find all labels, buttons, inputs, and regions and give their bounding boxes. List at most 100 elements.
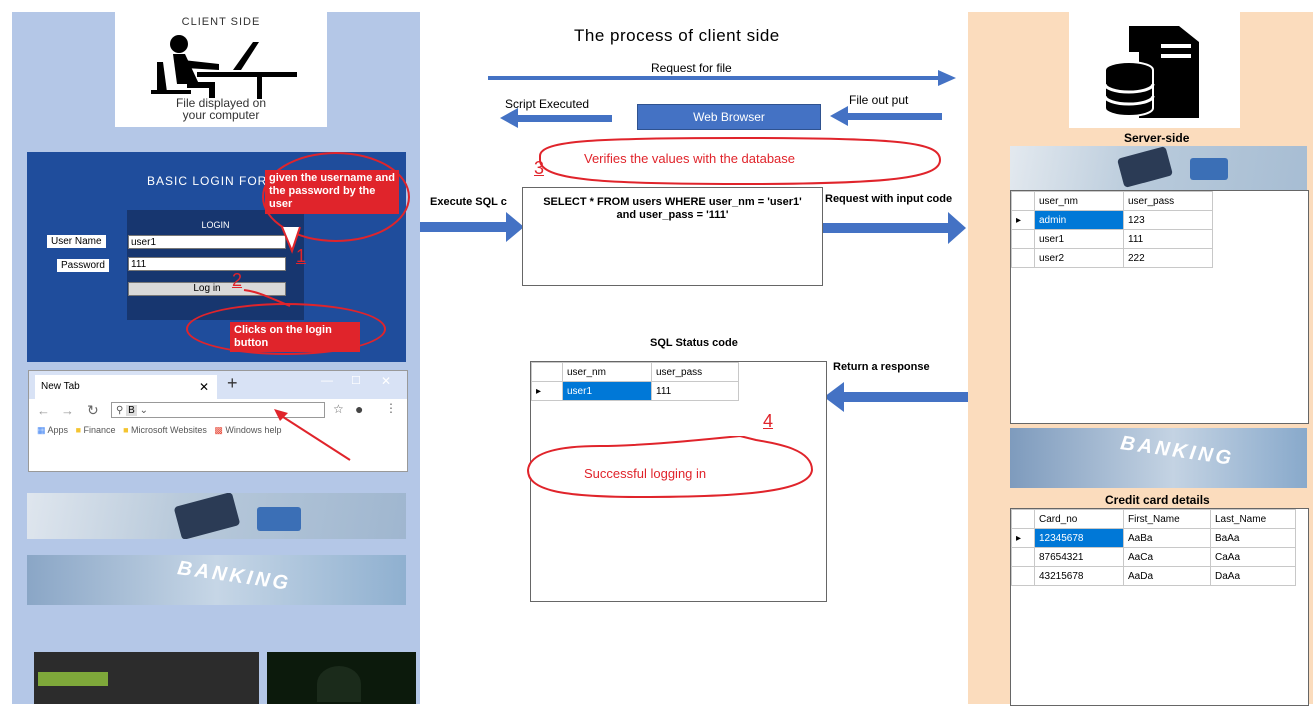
annotation-1-number: 1 <box>296 246 307 266</box>
script-executed-arrow <box>500 108 612 128</box>
table-row[interactable]: ▸ user1 111 <box>531 381 739 401</box>
file-out-put-label: File out put <box>849 93 909 107</box>
table-header-row: user_nm user_pass <box>531 362 739 382</box>
red-arrow-to-address-bar <box>274 409 351 461</box>
database-shape <box>317 666 361 702</box>
credit-card-data-grid[interactable]: Card_no First_Name Last_Name ▸ 12345678 … <box>1010 508 1309 706</box>
username-label: User Name <box>47 235 106 248</box>
annotation-2-number: 2 <box>232 270 243 290</box>
maximize-icon[interactable]: ☐ <box>351 375 361 387</box>
bookmark-finance[interactable]: Finance <box>83 425 116 435</box>
table-cell[interactable]: DaAa <box>1210 566 1296 586</box>
server-database-icon <box>1103 26 1199 118</box>
annotation-3-note: Verifies the values with the database <box>584 151 796 166</box>
client-caption-line2: your computer <box>182 108 260 122</box>
annotation-2-note: Clicks on the login button <box>230 322 360 352</box>
browser-window-screenshot: New Tab ✕ + — ☐ ✕ ← → ↻ ⚲ B ⌄ ☆ ● ⋮ ▦ Ap… <box>28 370 408 472</box>
bookmarks-bar: ▦ Apps ■ Finance ■ Microsoft Websites ▩ … <box>37 425 281 436</box>
table-cell[interactable]: user1 <box>562 381 652 401</box>
web-browser-box: Web Browser <box>637 104 821 130</box>
menu-icon[interactable]: ⋮ <box>385 401 397 415</box>
request-for-file-arrow <box>488 70 956 86</box>
sql-query-text: SELECT * FROM users WHERE user_nm = 'use… <box>523 196 822 222</box>
folder-icon: ■ <box>75 425 81 435</box>
close-window-icon[interactable]: ✕ <box>381 374 392 388</box>
reload-icon[interactable]: ↻ <box>87 402 99 418</box>
client-side-box: CLIENT SIDE File displayed on your compu… <box>115 12 327 127</box>
table-cell[interactable]: 222 <box>1123 248 1213 268</box>
forward-icon[interactable]: → <box>61 403 74 418</box>
annotation-1-pointer <box>281 226 301 254</box>
password-input[interactable]: 111 <box>128 257 286 271</box>
person-at-computer-icon <box>151 35 297 99</box>
table-row[interactable]: 87654321 AaCa CaAa <box>1011 547 1296 567</box>
server-side-label: Server-side <box>1124 131 1190 145</box>
login-box-title: LOGIN <box>201 220 230 230</box>
table-row[interactable]: user2 222 <box>1011 248 1213 268</box>
browser-tab-title: New Tab <box>41 381 80 392</box>
annotation-4-bubble-top <box>528 436 814 498</box>
table-row[interactable]: ▸ 12345678 AaBa BaAa <box>1011 528 1296 548</box>
table-row[interactable]: user1 111 <box>1011 229 1213 249</box>
file-out-put-arrow <box>830 106 942 126</box>
users-data-grid[interactable]: user_nm user_pass ▸ admin 123 user1 111 … <box>1010 190 1309 424</box>
apps-icon: ▦ <box>37 425 46 435</box>
back-icon[interactable]: ← <box>37 403 50 418</box>
phone-card-photo <box>27 493 406 539</box>
banking-photo-right: BANKING <box>1010 428 1307 488</box>
annotation-3-number: 3 <box>534 158 545 178</box>
browser-tabbar: New Tab ✕ + — ☐ ✕ <box>29 371 407 399</box>
folder-icon: ■ <box>123 425 129 435</box>
server-box <box>1069 12 1240 128</box>
minimize-icon[interactable]: — <box>321 373 333 387</box>
sql-query-line2: and user_pass = '111' <box>616 209 729 221</box>
client-caption: File displayed on your computer <box>115 97 327 121</box>
bookmark-apps[interactable]: Apps <box>47 425 69 435</box>
annotation-2-ellipse <box>186 303 386 355</box>
request-with-input-arrow <box>822 212 966 244</box>
close-tab-icon[interactable]: ✕ <box>198 380 209 394</box>
annotation-4-number: 4 <box>763 411 774 431</box>
username-input[interactable]: user1 <box>128 235 286 249</box>
bookmark-windows-help[interactable]: Windows help <box>225 425 282 435</box>
login-form-heading: BASIC LOGIN FOR <box>147 174 268 188</box>
page-title: The process of client side <box>574 26 780 45</box>
chevron-down-icon: ⌄ <box>139 405 148 416</box>
client-caption-line1: File displayed on <box>175 96 267 110</box>
credit-card-shape <box>257 507 301 531</box>
banking-photo-left: BANKING <box>27 555 406 605</box>
bookmark-microsoft-websites[interactable]: Microsoft Websites <box>131 425 207 435</box>
request-for-file-label: Request for file <box>651 61 732 75</box>
credit-card-shape <box>1190 158 1228 180</box>
sql-status-label: SQL Status code <box>650 337 738 349</box>
row-header <box>531 362 563 382</box>
phone-card-photo-right <box>1010 146 1307 190</box>
star-icon[interactable]: ☆ <box>333 402 344 416</box>
annotation-1-note: given the username and the password by t… <box>265 170 399 214</box>
column-header[interactable]: user_nm <box>562 362 652 382</box>
browser-tab[interactable]: New Tab ✕ <box>35 375 217 399</box>
annotation-3-bubble <box>539 136 942 186</box>
password-label: Password <box>57 259 109 272</box>
new-tab-icon[interactable]: + <box>227 373 238 393</box>
users-table: user_nm user_pass ▸ admin 123 user1 111 … <box>1011 191 1213 268</box>
address-text: B <box>126 405 137 416</box>
column-header[interactable]: user_pass <box>651 362 739 382</box>
address-bar[interactable]: ⚲ B ⌄ <box>111 402 325 418</box>
return-response-label: Return a response <box>833 361 930 373</box>
execute-sql-arrow <box>420 212 524 242</box>
script-executed-label: Script Executed <box>505 97 590 111</box>
request-with-input-label: Request with input code <box>825 193 953 205</box>
table-cell[interactable]: user2 <box>1034 248 1124 268</box>
table-cell[interactable]: 111 <box>651 381 739 401</box>
credit-card-table: Card_no First_Name Last_Name ▸ 12345678 … <box>1011 509 1296 586</box>
sql-query-line1: SELECT * FROM users WHERE user_nm = 'use… <box>543 196 802 208</box>
account-icon[interactable]: ● <box>355 401 364 417</box>
login-button[interactable]: Log in <box>128 282 286 296</box>
table-row[interactable]: 43215678 AaDa DaAa <box>1011 566 1296 586</box>
search-icon: ⚲ <box>116 405 124 416</box>
current-row-icon: ▸ <box>531 381 563 401</box>
execute-sql-label: Execute SQL c <box>430 196 507 208</box>
return-response-arrow <box>824 382 968 412</box>
annotation-4-note: Successful logging in <box>584 466 707 481</box>
